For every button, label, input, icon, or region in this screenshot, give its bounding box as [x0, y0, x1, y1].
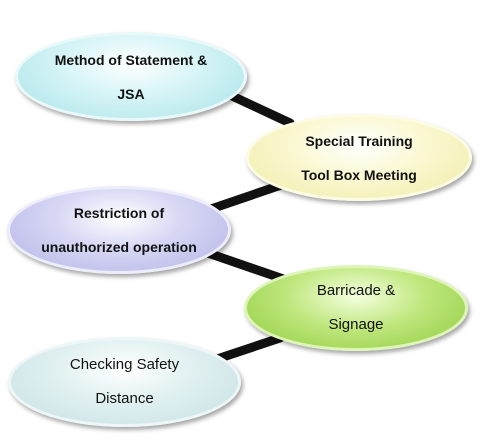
node-text: Special Training — [305, 132, 413, 149]
node-text: unauthorized operation — [41, 239, 197, 255]
node-text: Signage — [328, 316, 384, 333]
node-text: Distance — [95, 390, 154, 407]
node-restriction: Restriction of unauthorized operation — [7, 186, 231, 274]
node-special-training: Special Training Tool Box Meeting — [246, 114, 472, 201]
node-text: JSA — [117, 85, 145, 102]
node-text: Checking Safety — [69, 356, 180, 373]
node-text: Restriction of — [73, 205, 165, 221]
node-text: Method of Statement & — [54, 51, 208, 68]
node-text: Tool Box Meeting — [301, 166, 417, 183]
node-text: Barricade & — [316, 282, 396, 299]
node-method-of-statement: Method of Statement & JSA — [15, 32, 247, 121]
node-barricade-signage: Barricade & Signage — [244, 265, 468, 351]
node-checking-safety-distance: Checking Safety Distance — [8, 337, 241, 427]
